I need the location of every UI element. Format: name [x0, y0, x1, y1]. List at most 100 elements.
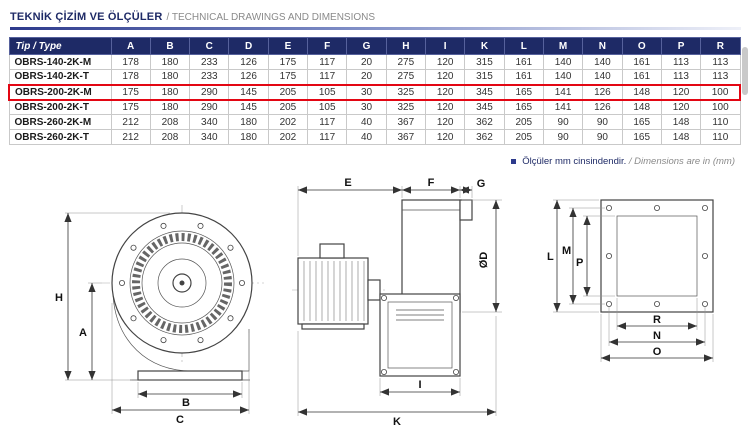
units-note-en: / Dimensions are in (mm)	[628, 156, 735, 167]
dim-label-n: N	[653, 330, 661, 342]
front-view-dimensions: E F G ØD I K	[297, 177, 502, 428]
section-title-en: / TECHNICAL DRAWINGS AND DIMENSIONS	[166, 12, 376, 23]
motor	[292, 243, 386, 330]
dimension-value: 180	[228, 114, 269, 130]
units-note-tr: Ölçüler mm cinsindendir.	[522, 156, 627, 167]
dimension-value: 161	[503, 54, 544, 70]
column-header-f: F	[307, 37, 348, 55]
model-name: OBRS-260-2K-M	[8, 114, 112, 130]
dimension-value: 141	[542, 99, 584, 115]
dimension-value: 90	[542, 129, 584, 145]
column-header-type: Tip / Type	[8, 37, 112, 55]
column-header-h: H	[385, 37, 427, 55]
header-divider	[10, 27, 741, 30]
dimension-value: 161	[503, 69, 544, 85]
dimension-value: 205	[503, 114, 544, 130]
dimension-value: 233	[189, 69, 230, 85]
column-header-m: M	[542, 37, 584, 55]
model-name: OBRS-140-2K-M	[8, 54, 112, 70]
dim-label-b: B	[182, 397, 190, 409]
dimension-value: 30	[346, 83, 387, 101]
dim-label-a: A	[79, 327, 87, 339]
dimension-value: 315	[464, 69, 505, 85]
dimension-value: 180	[149, 83, 191, 101]
column-header-e: E	[267, 37, 309, 55]
dimension-value: 126	[228, 54, 269, 70]
dim-label-d: ØD	[478, 252, 490, 269]
dimension-value: 113	[660, 54, 702, 70]
dimension-value: 100	[700, 83, 742, 101]
fan-casing	[102, 205, 264, 381]
dimension-value: 175	[267, 69, 309, 85]
dim-label-h: H	[55, 292, 63, 304]
dimension-value: 120	[424, 99, 466, 115]
dimension-value: 148	[621, 99, 662, 115]
dimension-value: 148	[621, 83, 662, 101]
model-name: OBRS-140-2K-T	[8, 69, 112, 85]
column-header-c: C	[189, 37, 230, 55]
dimension-value: 140	[542, 54, 584, 70]
dimension-value: 120	[424, 54, 466, 70]
dim-label-m: M	[562, 245, 571, 257]
scrollbar-thumb[interactable]	[742, 47, 748, 95]
dimension-value: 367	[385, 114, 427, 130]
dimension-value: 120	[424, 83, 466, 101]
column-header-b: B	[149, 37, 191, 55]
column-header-r: R	[700, 37, 741, 55]
section-header: TEKNİK ÇİZİM VE ÖLÇÜLER/ TECHNICAL DRAWI…	[10, 7, 375, 25]
dimension-value: 117	[307, 69, 348, 85]
dimension-value: 113	[700, 54, 741, 70]
dimension-value: 202	[267, 129, 309, 145]
dimension-value: 325	[385, 99, 427, 115]
units-note: Ölçüler mm cinsindendir. / Dimensions ar…	[510, 156, 735, 167]
dimension-value: 145	[228, 83, 269, 101]
dimension-value: 126	[582, 83, 623, 101]
dimension-value: 120	[660, 83, 702, 101]
dimension-value: 113	[700, 69, 741, 85]
column-header-i: I	[424, 37, 466, 55]
dimension-value: 165	[621, 129, 662, 145]
dimension-value: 212	[110, 129, 151, 145]
flange-view-drawing: L M P R N O	[547, 199, 714, 362]
dimension-value: 340	[189, 129, 230, 145]
dimension-value: 180	[149, 69, 191, 85]
dimension-value: 345	[464, 99, 505, 115]
dimension-value: 148	[660, 114, 702, 130]
dimension-value: 233	[189, 54, 230, 70]
column-header-p: P	[660, 37, 702, 55]
dimension-value: 362	[464, 114, 505, 130]
dimension-value: 117	[307, 54, 348, 70]
dimension-value: 126	[228, 69, 269, 85]
dim-label-l: L	[547, 251, 554, 263]
dimension-value: 180	[149, 99, 191, 115]
dimension-value: 178	[110, 54, 151, 70]
dim-label-f: F	[428, 177, 435, 189]
dimension-value: 140	[582, 54, 623, 70]
dimension-value: 205	[503, 129, 544, 145]
dimension-value: 325	[385, 83, 427, 101]
dimension-value: 175	[267, 54, 309, 70]
dimension-value: 212	[110, 114, 151, 130]
dim-label-r: R	[653, 314, 661, 326]
dimension-value: 120	[660, 99, 702, 115]
dimension-value: 175	[110, 99, 151, 115]
dimension-value: 110	[700, 114, 741, 130]
note-bullet-icon	[510, 158, 516, 164]
dimension-value: 345	[464, 83, 505, 101]
dimension-value: 205	[267, 99, 309, 115]
model-name: OBRS-200-2K-T	[8, 99, 112, 115]
column-header-g: G	[346, 37, 387, 55]
flange-plate	[600, 199, 714, 313]
dimension-value: 90	[582, 114, 623, 130]
dimension-value: 90	[582, 129, 623, 145]
dimension-value: 120	[424, 114, 466, 130]
dimension-value: 120	[424, 129, 466, 145]
dimension-value: 140	[542, 69, 584, 85]
dimension-value: 126	[582, 99, 623, 115]
